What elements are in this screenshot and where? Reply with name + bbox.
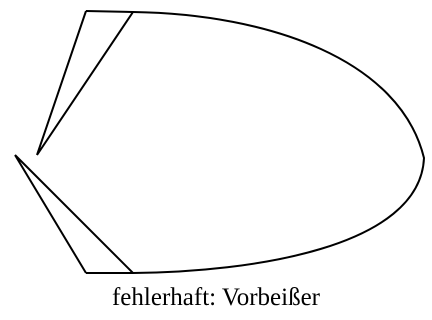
jaw-outline-curve bbox=[85, 10, 426, 274]
diagram-caption: fehlerhaft: Vorbeißer bbox=[111, 284, 321, 311]
lower-jaw-edge bbox=[14, 154, 134, 274]
upper-jaw-edge bbox=[36, 10, 134, 156]
